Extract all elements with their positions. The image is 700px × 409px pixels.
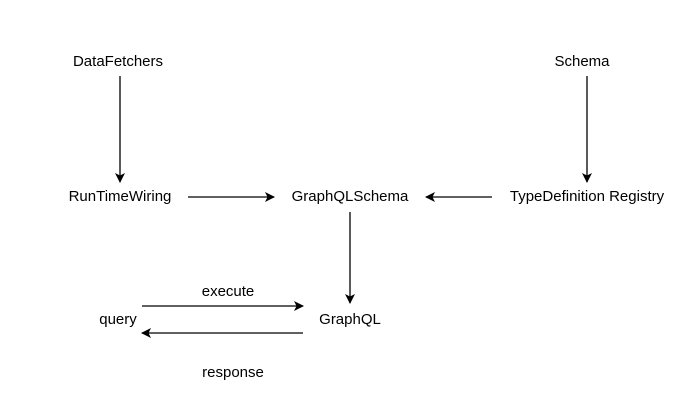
edge-label-execute: execute [201, 283, 255, 300]
node-query: query [99, 311, 137, 328]
edge-label-response: response [202, 364, 264, 381]
node-graphql: GraphQL [319, 311, 381, 328]
node-typedefinition-registry: TypeDefinition Registry [509, 188, 665, 205]
node-runtimewiring: RunTimeWiring [68, 188, 172, 205]
node-datafetchers: DataFetchers [72, 53, 164, 70]
node-graphqlschema: GraphQLSchema [291, 188, 409, 205]
node-schema: Schema [554, 53, 610, 70]
